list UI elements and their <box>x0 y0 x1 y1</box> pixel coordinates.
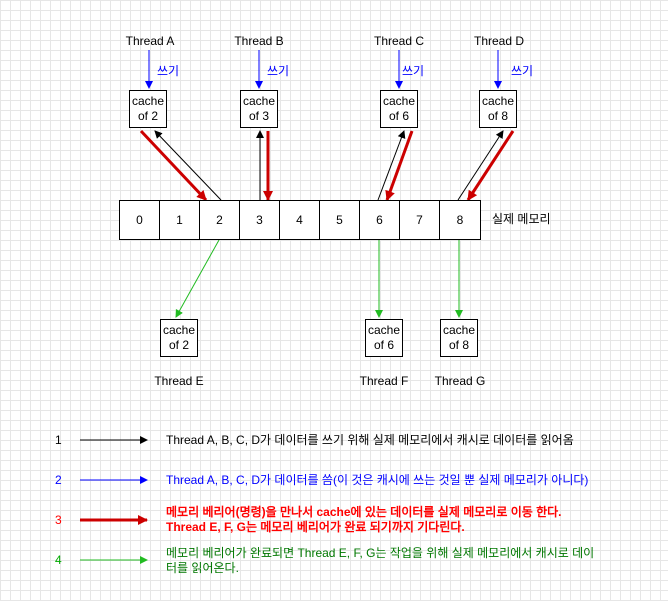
memory-array: 0 1 2 3 4 5 6 7 8 <box>119 200 481 240</box>
thread-b-label: Thread B <box>234 34 284 48</box>
legend-text-3b: Thread E, F, G는 메모리 베리어가 완료 되기까지 기다린다. <box>166 520 465 534</box>
memory-cell: 5 <box>320 201 360 239</box>
thread-g-label: Thread G <box>434 374 486 388</box>
thread-d-label: Thread D <box>473 34 525 48</box>
write-label-c: 쓰기 <box>402 64 425 78</box>
cache-a-line2: of 2 <box>137 109 158 123</box>
read-arrow-c <box>377 130 406 201</box>
legend-text-3a: 메모리 베리어(명령)을 만나서 cache에 있는 데이터를 실제 메모리로 … <box>166 505 562 519</box>
memory-cell: 6 <box>360 201 400 239</box>
cache-f-line2: of 6 <box>373 338 394 352</box>
legend-num-3: 3 <box>55 513 62 527</box>
flush-arrow-a <box>139 129 208 202</box>
legend-text-2: Thread A, B, C, D가 데이터를 씀(이 것은 캐시에 쓰는 것일… <box>166 473 589 487</box>
cache-a-line1: cache <box>131 94 165 108</box>
memory-cell: 1 <box>160 201 200 239</box>
cache-box-e: cache of 2 <box>160 319 198 357</box>
cache-f-line1: cache <box>367 323 401 337</box>
memory-cell: 4 <box>280 201 320 239</box>
cache-box-d: cache of 8 <box>479 90 517 128</box>
cache-box-f: cache of 6 <box>365 319 403 357</box>
legend-text-4a: 메모리 베리어가 완료되면 Thread E, F, G는 작업을 위해 실제 … <box>166 546 595 560</box>
memory-cell: 3 <box>240 201 280 239</box>
flush-arrow-d <box>466 130 515 201</box>
cache-c-line1: cache <box>382 94 416 108</box>
write-label-b: 쓰기 <box>267 64 290 78</box>
memory-label: 실제 메모리 <box>492 212 551 226</box>
cache-b-line2: of 3 <box>248 109 269 123</box>
memory-cell: 8 <box>440 201 480 239</box>
memory-cell: 2 <box>200 201 240 239</box>
cache-e-line2: of 2 <box>168 338 189 352</box>
read-arrow-d <box>457 130 504 201</box>
write-label-a: 쓰기 <box>157 64 180 78</box>
memory-cell: 7 <box>400 201 440 239</box>
reload-arrow-e <box>175 239 220 318</box>
legend-text-4b: 터를 읽어온다. <box>166 561 239 575</box>
thread-e-label: Thread E <box>154 374 204 388</box>
memory-cell: 0 <box>120 201 160 239</box>
cache-d-line1: cache <box>481 94 515 108</box>
cache-box-a: cache of 2 <box>129 90 167 128</box>
cache-box-c: cache of 6 <box>380 90 418 128</box>
cache-g-line2: of 8 <box>448 338 469 352</box>
cache-b-line1: cache <box>242 94 276 108</box>
read-arrow-a <box>154 130 222 201</box>
write-label-d: 쓰기 <box>511 64 534 78</box>
legend-text-1: Thread A, B, C, D가 데이터를 쓰기 위해 실제 메모리에서 캐… <box>166 433 574 447</box>
thread-f-label: Thread F <box>359 374 409 388</box>
cache-g-line1: cache <box>442 323 476 337</box>
thread-a-label: Thread A <box>125 34 175 48</box>
legend-num-1: 1 <box>55 433 62 447</box>
cache-box-b: cache of 3 <box>240 90 278 128</box>
flush-arrow-c <box>385 130 414 201</box>
cache-d-line2: of 8 <box>487 109 508 123</box>
thread-c-label: Thread C <box>373 34 425 48</box>
cache-box-g: cache of 8 <box>440 319 478 357</box>
legend-num-4: 4 <box>55 553 62 567</box>
cache-c-line2: of 6 <box>388 109 409 123</box>
cache-e-line1: cache <box>162 323 196 337</box>
legend-num-2: 2 <box>55 473 62 487</box>
